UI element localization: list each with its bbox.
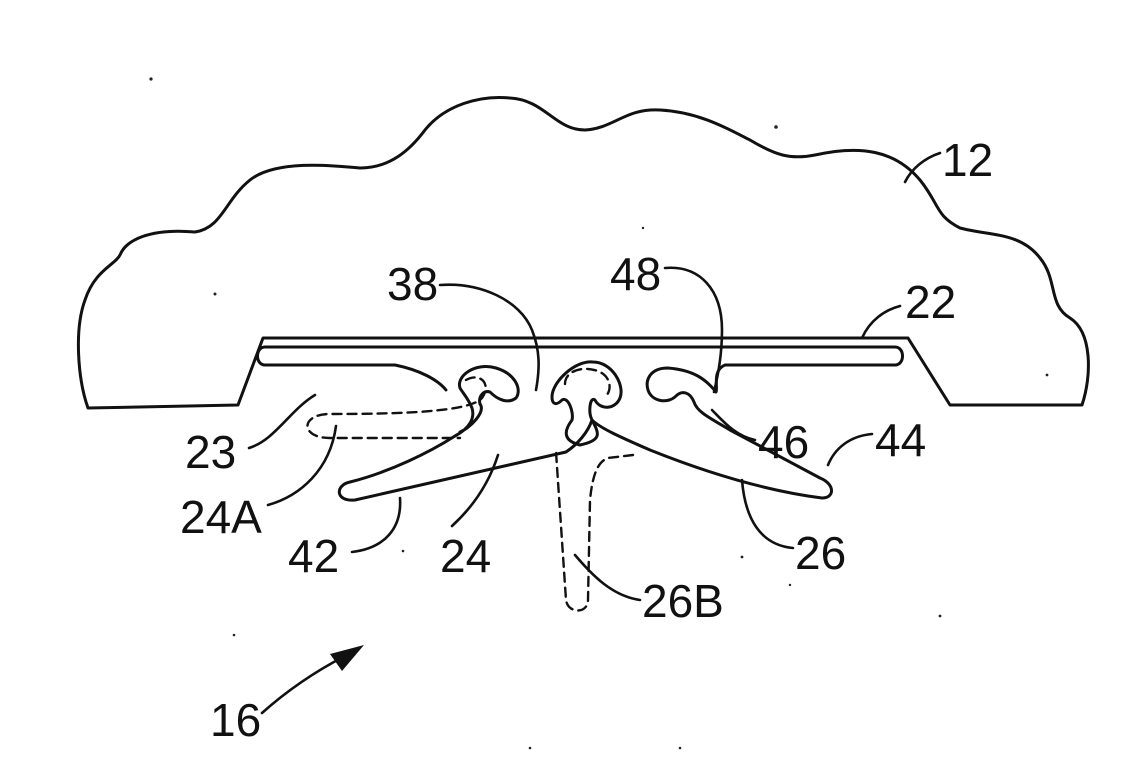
leader-42 [352, 498, 400, 552]
label-12: 12 [942, 134, 993, 186]
leader-44 [828, 434, 872, 465]
label-46: 46 [758, 416, 809, 468]
label-22: 22 [905, 276, 956, 328]
label-44: 44 [875, 414, 926, 466]
label-24A: 24A [180, 491, 262, 543]
label-23: 23 [185, 426, 236, 478]
stem-26B-phantom [556, 452, 633, 611]
leader-26 [742, 480, 793, 548]
leader-23 [249, 395, 315, 448]
plate-22-left [258, 347, 447, 390]
leader-12 [905, 153, 940, 182]
label-42: 42 [288, 530, 339, 582]
label-38: 38 [387, 258, 438, 310]
cap-phantom [565, 369, 610, 398]
leader-24 [452, 455, 498, 526]
label-26B: 26B [642, 575, 724, 627]
leader-22 [862, 306, 900, 338]
arrowhead-16 [330, 645, 364, 671]
label-24: 24 [440, 530, 491, 582]
label-16: 16 [210, 694, 261, 746]
label-26: 26 [795, 527, 846, 579]
label-48: 48 [610, 248, 661, 300]
leader-46 [712, 410, 755, 440]
leader-26B [575, 555, 640, 600]
leader-16-arrow [262, 656, 345, 713]
